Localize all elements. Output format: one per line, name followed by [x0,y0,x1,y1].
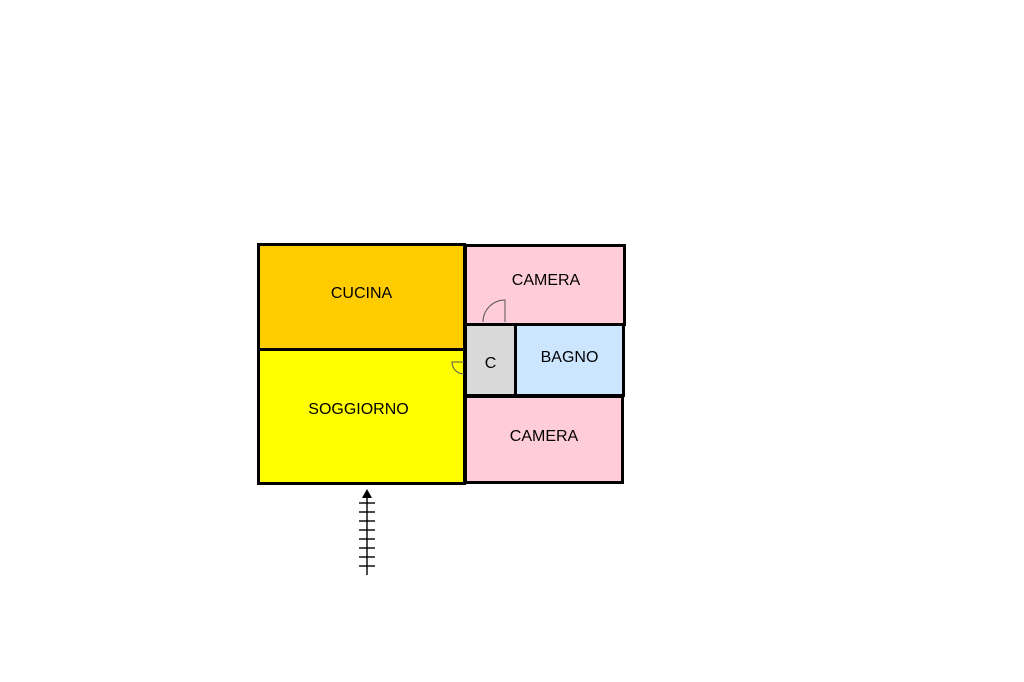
room-label-camera-top: CAMERA [511,272,581,289]
room-label-cucina: CUCINA [330,285,393,302]
room-closet: C [464,323,517,397]
room-cucina: CUCINA [257,243,466,351]
room-label-camera-bottom: CAMERA [509,428,579,445]
room-camera-bottom: CAMERA [464,395,624,484]
room-camera-top: CAMERA [464,244,626,326]
room-bagno: BAGNO [514,323,625,397]
room-label-soggiorno: SOGGIORNO [308,400,409,418]
room-soggiorno: SOGGIORNO [257,348,466,485]
entrance-stair-arrow-icon [359,489,375,575]
room-label-bagno: BAGNO [540,349,599,366]
room-label-closet: C [484,355,497,372]
